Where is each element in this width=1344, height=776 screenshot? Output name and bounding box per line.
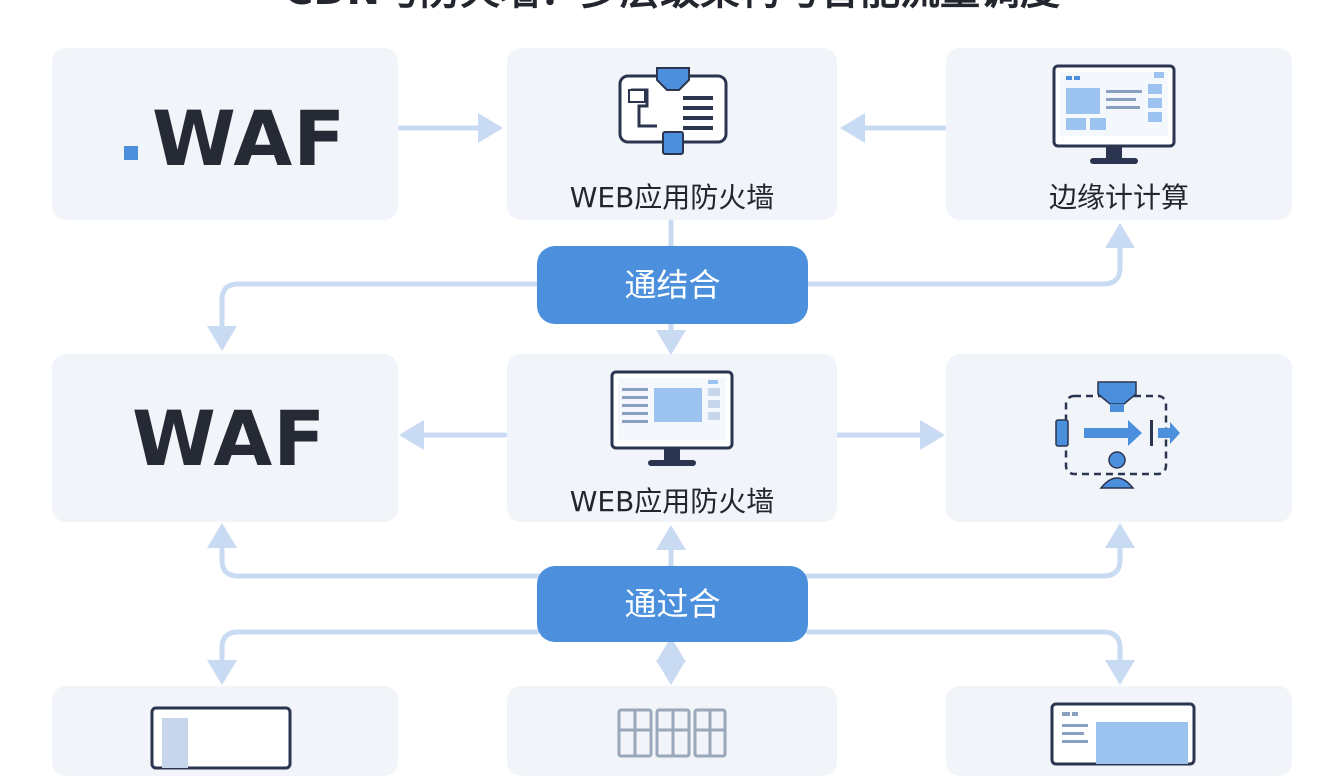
waf-label-middle: WAF	[132, 394, 327, 483]
card-waf-top: WAF	[52, 48, 398, 220]
card-waf-middle: WAF	[52, 354, 398, 522]
card-edge-computing: 边缘计计算	[946, 48, 1292, 220]
hub-pill-top: 通结合	[537, 246, 808, 324]
traffic-routing-icon	[1055, 381, 1180, 489]
edge-computing-label: 边缘计计算	[1048, 181, 1189, 214]
card-bottom-right	[946, 686, 1292, 776]
web-firewall-label-middle: WEB应用防火墙	[569, 485, 775, 518]
card-bottom-center	[507, 686, 837, 776]
monitor-dashboard-icon	[1052, 64, 1176, 164]
card-bottom-left	[52, 686, 398, 776]
page-title: CDN与防火墙：多层级架构与智能流量调度	[0, 0, 1344, 16]
monitor-list-icon	[1050, 702, 1196, 766]
card-web-firewall-middle: WEB应用防火墙	[507, 354, 837, 522]
waf-label-top: WAF	[152, 94, 347, 183]
card-web-firewall-top: WEB应用防火墙	[507, 48, 837, 220]
web-firewall-label-top: WEB应用防火墙	[569, 181, 775, 214]
browser-window-icon	[150, 706, 292, 770]
monitor-app-icon	[610, 370, 734, 466]
blue-square-icon	[124, 146, 138, 160]
server-grid-icon	[617, 708, 727, 758]
card-traffic-routing	[946, 354, 1292, 522]
hub-pill-bottom: 通过合	[537, 566, 808, 642]
firewall-network-icon	[618, 67, 728, 155]
